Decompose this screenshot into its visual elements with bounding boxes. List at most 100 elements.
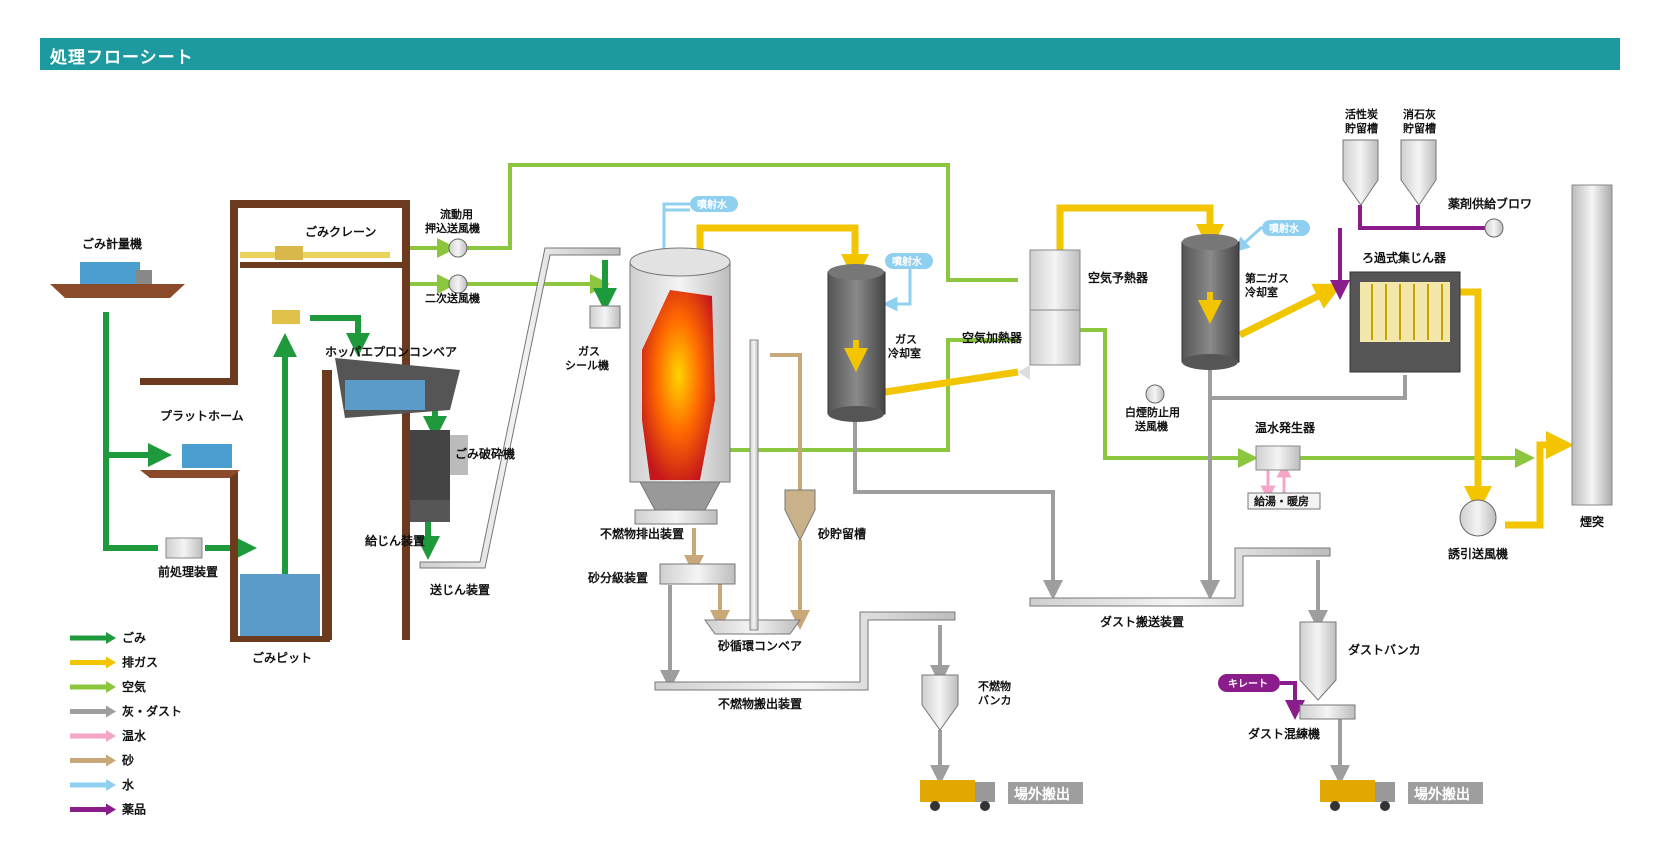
label-dust-mixer: ダスト混練機 — [1248, 726, 1320, 741]
legend-arrow-icon — [106, 803, 116, 816]
gas-cooler — [827, 264, 886, 422]
transfer-conveyor — [419, 247, 621, 569]
label-stack: 煙突 — [1580, 514, 1604, 529]
platform-floor — [140, 470, 240, 478]
hopper-waste — [345, 380, 425, 410]
label-air-preheater: 空気予熱器 — [1088, 270, 1149, 285]
dust-mixer — [1299, 704, 1356, 720]
waste-lines — [103, 260, 617, 575]
carry-out-label: 場外搬出 — [1414, 786, 1470, 803]
chem-blower-icon — [1484, 218, 1504, 238]
carry-out-tag — [1008, 782, 1083, 804]
label-gas-cooler-2: 冷却室 — [888, 346, 921, 360]
label-crusher: ごみ破砕機 — [455, 446, 515, 461]
bag-filter — [1349, 271, 1461, 373]
scale-truck — [80, 262, 140, 284]
pretreat-box — [165, 537, 203, 559]
sand-elevator — [749, 339, 759, 631]
exhaust-lines — [696, 204, 1574, 529]
label-platform: プラットホーム — [160, 408, 244, 423]
legend-label: 温水 — [122, 728, 147, 743]
label-activated-carbon-2: 貯留槽 — [1345, 121, 1378, 135]
label-incombustible-bunker-2: バンカ — [978, 694, 1012, 707]
legend-arrow-icon — [106, 754, 116, 767]
sand-classifier — [659, 563, 736, 585]
label-hopper-conveyor: ホッパエプロンコンベア — [325, 344, 457, 359]
legend-arrow-icon — [106, 779, 116, 791]
label-hot-water-use: 給湯・暖房 — [1254, 494, 1309, 508]
incombustible-bunker — [921, 674, 959, 731]
carry-out-tag — [1408, 782, 1483, 804]
label-fluid-fan-2: 押込送風機 — [425, 221, 480, 235]
incinerator — [629, 247, 731, 525]
label-transfer: 送じん装置 — [429, 582, 490, 597]
secondary-fan-icon — [448, 274, 468, 294]
spray-water-label: 噴射水 — [1269, 222, 1300, 235]
carry-out-label: 場外搬出 — [1014, 786, 1070, 803]
label-sand-classifier: 砂分級装置 — [587, 570, 648, 585]
scale-truck-cab — [136, 270, 152, 284]
white-smoke-fan-icon — [1145, 384, 1165, 404]
label-gas-seal-1: ガス — [578, 344, 600, 358]
spray-water-tag — [1262, 220, 1310, 236]
label-second-cooler-2: 冷却室 — [1245, 285, 1278, 299]
legend-arrow-icon — [106, 656, 116, 669]
feeder — [410, 500, 450, 522]
legend-label: 排ガス — [122, 655, 158, 670]
crane-bucket — [272, 310, 300, 324]
crusher — [410, 430, 450, 500]
label-incombustible-bunker-1: 不燃物 — [978, 679, 1011, 693]
activated-carbon-silo — [1342, 139, 1379, 206]
label-white-smoke-fan-1: 白煙防止用 — [1125, 405, 1180, 419]
label-gas-seal-2: シール機 — [565, 358, 609, 372]
ash-lines — [660, 365, 1407, 785]
label-second-cooler-1: 第二ガス — [1245, 271, 1289, 285]
legend-label: ごみ — [122, 630, 146, 645]
page-title: 処理フローシート — [50, 48, 194, 68]
stack — [1571, 184, 1613, 506]
hot-water-use-box — [1247, 492, 1321, 510]
second-cooler — [1181, 234, 1240, 370]
water-lines — [656, 202, 1264, 312]
label-air-heater: 空気加熱器 — [962, 330, 1023, 345]
label-incombustible-carry: 不燃物搬出装置 — [718, 696, 802, 711]
id-fan-icon — [1459, 499, 1497, 537]
label-slaked-lime-2: 貯留槽 — [1403, 121, 1436, 135]
legend-arrow-icon — [106, 632, 116, 644]
hotwater-lines — [1260, 462, 1292, 501]
crusher-side — [450, 435, 468, 475]
incombustible-conveyor — [654, 611, 956, 691]
legend-label: 薬品 — [122, 802, 146, 817]
hot-water-gen — [1255, 445, 1301, 471]
air-heater-block — [1018, 249, 1081, 380]
label-incombustible-discharge: 不燃物排出装置 — [600, 526, 684, 541]
label-sand-storage: 砂貯留槽 — [817, 526, 866, 541]
label-white-smoke-fan-2: 送風機 — [1134, 419, 1168, 433]
label-secondary-fan: 二次送風機 — [425, 291, 480, 305]
crane-trolley — [275, 246, 303, 260]
sand-lines — [684, 353, 810, 630]
label-activated-carbon-1: 活性炭 — [1345, 107, 1378, 121]
air-lines — [408, 163, 1535, 468]
label-hot-water-gen: 温水発生器 — [1255, 420, 1316, 435]
truck-icon — [1320, 780, 1395, 811]
legend-label: 灰・ダスト — [122, 704, 182, 719]
label-chem-blower: 薬剤供給ブロワ — [1448, 196, 1532, 211]
platform-truck — [182, 444, 232, 468]
title-bar: 処理フローシート — [40, 38, 1620, 70]
chemical-lines — [1280, 205, 1490, 720]
pit-waste — [240, 574, 320, 636]
label-fluid-fan-1: 流動用 — [440, 207, 473, 221]
spray-water-label: 噴射水 — [892, 255, 923, 268]
legend-label: 空気 — [122, 679, 146, 694]
dust-bunker — [1299, 621, 1337, 701]
legend-label: 水 — [122, 777, 135, 792]
label-dust-bunker: ダストバンカ — [1348, 642, 1421, 657]
slaked-lime-silo — [1400, 139, 1437, 206]
label-crane: ごみクレーン — [305, 224, 376, 239]
spray-water-tag — [690, 196, 738, 212]
legend-arrow-icon — [106, 730, 116, 742]
crane-rail — [240, 252, 390, 258]
